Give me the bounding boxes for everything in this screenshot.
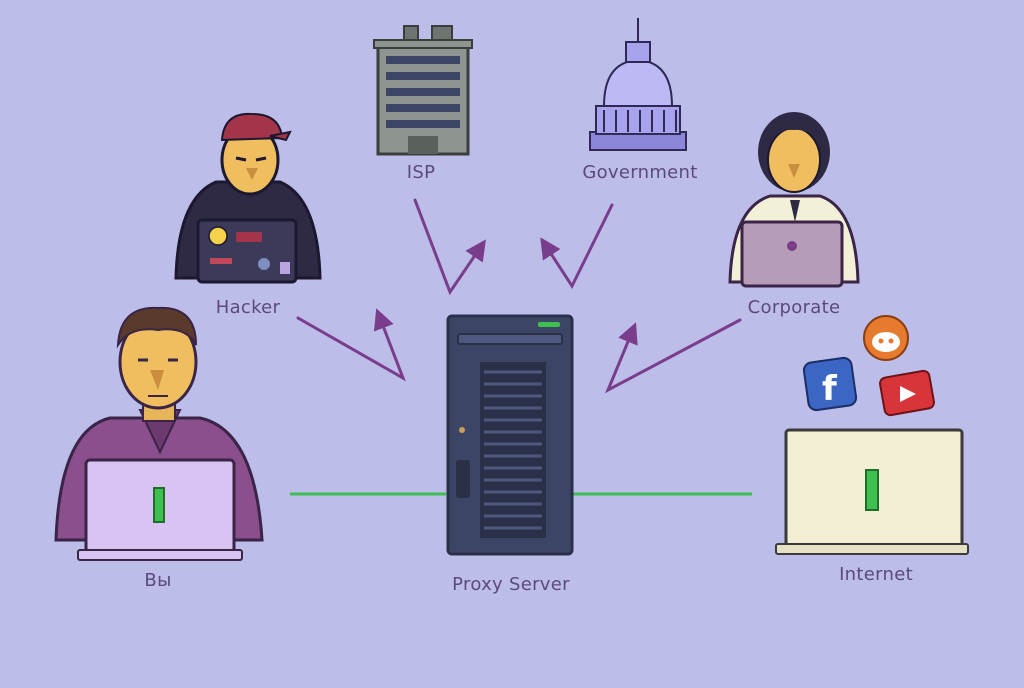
youtube-icon	[879, 369, 935, 417]
you-person-icon	[54, 306, 264, 561]
proxy-server-icon	[446, 314, 574, 556]
observer-arrows	[296, 198, 742, 394]
government-building-icon	[589, 18, 687, 151]
reddit-icon	[863, 315, 909, 361]
label-you: Вы	[144, 570, 172, 591]
svg-text:f: f	[822, 369, 838, 409]
facebook-icon: f	[802, 356, 858, 412]
isp-building-icon	[373, 25, 473, 156]
arrow-corporate	[605, 318, 742, 394]
arrow-government	[540, 203, 614, 290]
label-internet: Internet	[839, 564, 913, 585]
label-proxy-server: Proxy Server	[452, 574, 570, 595]
arrow-hacker	[296, 308, 406, 382]
label-government: Government	[582, 162, 698, 183]
label-corporate: Corporate	[747, 297, 841, 318]
internet-monitor-icon	[775, 428, 969, 555]
corporate-person-icon	[728, 112, 860, 288]
arrow-isp	[413, 198, 486, 296]
label-isp: ISP	[406, 162, 436, 183]
label-hacker: Hacker	[215, 297, 281, 318]
hacker-person-icon	[174, 112, 322, 284]
